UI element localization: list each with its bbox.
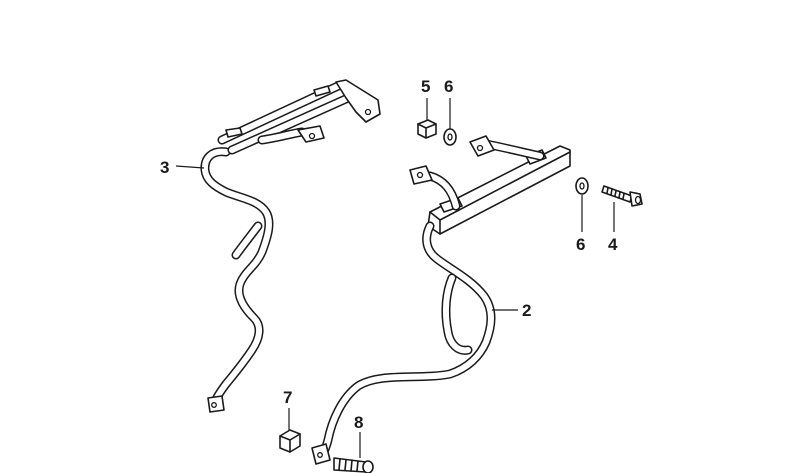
holder-frame-right[interactable] — [311, 135, 571, 465]
bolt-4[interactable] — [601, 185, 643, 207]
nut-5[interactable] — [417, 119, 437, 139]
callout-6-right: 6 — [576, 235, 585, 254]
washer-6-right[interactable] — [575, 177, 589, 195]
callout-4: 4 — [608, 235, 618, 254]
bolt-8[interactable] — [333, 457, 374, 473]
holder-frame-left[interactable] — [200, 79, 381, 413]
callout-7: 7 — [283, 388, 292, 407]
washer-6-top[interactable] — [443, 128, 457, 146]
callout-2: 2 — [522, 301, 531, 320]
callout-6-top: 6 — [444, 77, 453, 96]
nut-7[interactable] — [279, 429, 301, 453]
callout-5: 5 — [421, 77, 430, 96]
callout-labels: 3 2 5 6 6 4 7 8 — [160, 77, 618, 432]
callout-3: 3 — [160, 158, 169, 177]
leader-lines — [175, 98, 615, 458]
callout-8: 8 — [354, 413, 363, 432]
